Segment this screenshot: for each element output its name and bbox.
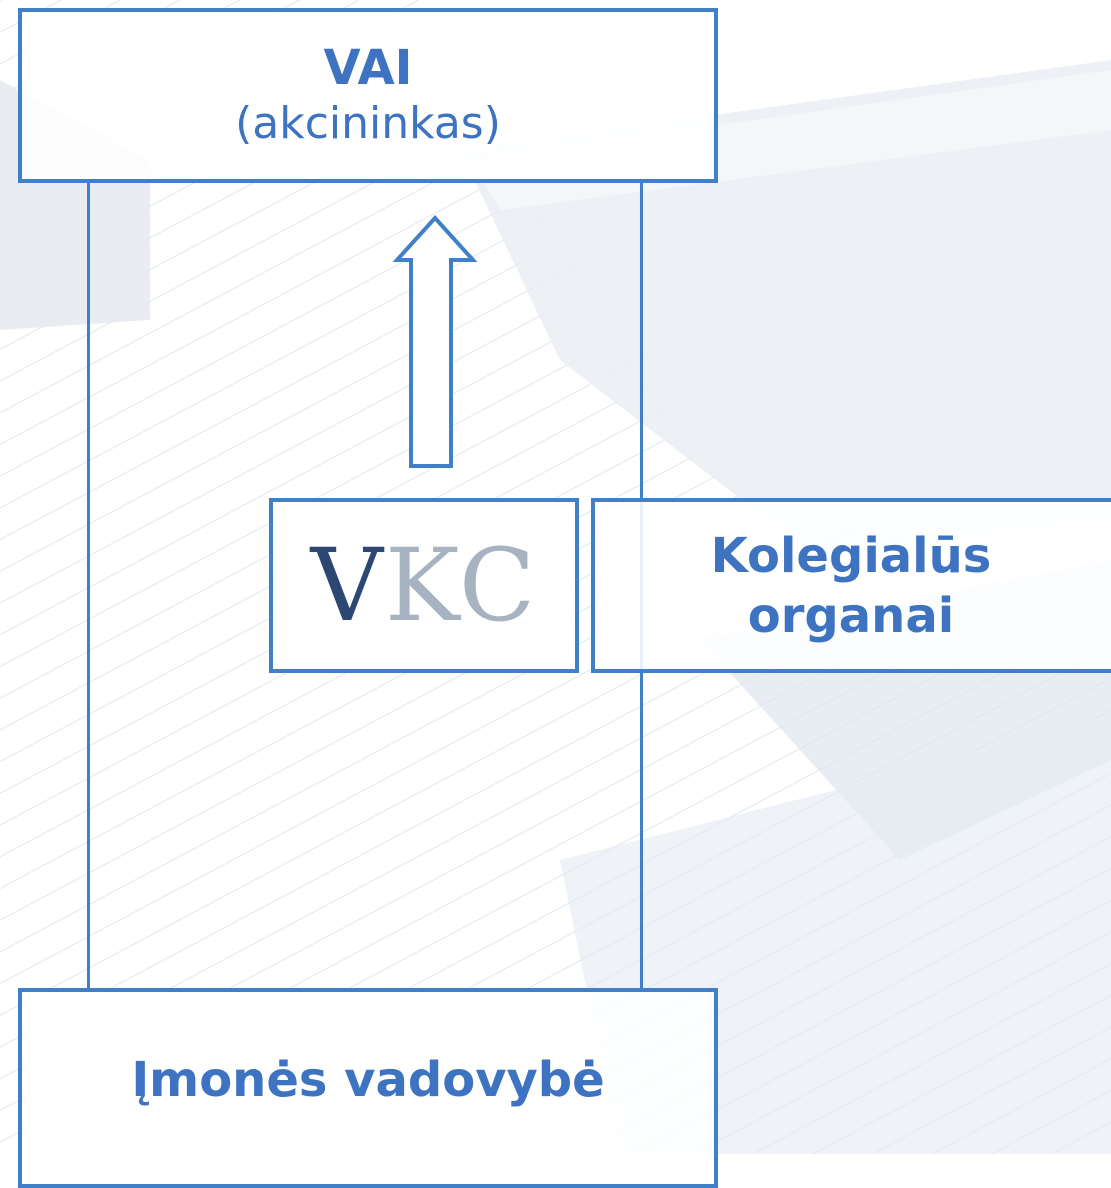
collegial-bodies-label: Kolegialūs organai [601,526,1111,646]
vkc-logo-box: VKC [269,498,579,673]
shareholder-subtitle: (akcininkas) [235,97,501,149]
collegial-bodies-line1: Kolegialūs [710,527,992,584]
management-box: Įmonės vadovybė [18,988,718,1188]
vkc-logo-letters-kc: KC [384,526,538,644]
collegial-bodies-box: Kolegialūs organai [591,498,1111,673]
arrow-up-icon [392,215,478,468]
vkc-logo: VKC [311,535,538,636]
shareholder-box: VAI (akcininkas) [18,8,718,183]
vkc-logo-letter-v: V [310,526,385,644]
collegial-bodies-line2: organai [747,587,955,644]
management-title: Įmonės vadovybė [131,1052,605,1108]
shareholder-title: VAI [323,39,413,96]
connector-line-left [87,180,90,990]
